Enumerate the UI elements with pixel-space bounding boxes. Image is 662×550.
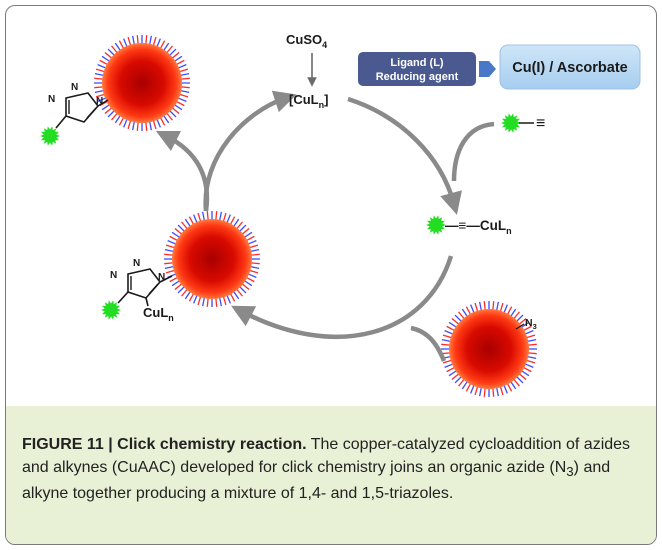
green-burst-acetylide bbox=[426, 215, 446, 235]
alkyne-entry-arrow bbox=[451, 121, 495, 182]
nanoparticle-top-left bbox=[94, 35, 190, 131]
nanoparticle-bottom-right bbox=[441, 301, 537, 397]
cu-ascorbate-box bbox=[499, 44, 641, 90]
culn-label: [CuLn] bbox=[289, 92, 328, 110]
triazole-n-label: N bbox=[71, 82, 78, 93]
triazole-n-label: N bbox=[133, 258, 140, 269]
pentagon-arrow-icon bbox=[479, 61, 496, 77]
caption-subscript: 3 bbox=[566, 463, 574, 479]
caption-title: FIGURE 11 | Click chemistry reaction. bbox=[22, 436, 307, 453]
intermediate-culn-label: CuLn bbox=[143, 305, 174, 323]
caption-text-part2: ) and alkyne together producing a mixtur… bbox=[22, 458, 611, 503]
triazole-top-left: N N N bbox=[48, 82, 109, 129]
azide-bond bbox=[515, 323, 525, 330]
figure-panel: CuSO4 [CuLn] Ligand (L) Reducing agent C… bbox=[5, 5, 657, 545]
green-burst-middle-left bbox=[101, 300, 121, 320]
figure-caption: FIGURE 11 | Click chemistry reaction. Th… bbox=[22, 434, 640, 506]
green-burst-shape bbox=[501, 113, 521, 133]
cycle-arrow-to-top-left-particle bbox=[155, 130, 210, 212]
acetylide-label: —≡—CuLn bbox=[445, 218, 512, 236]
triazole-n-label: N bbox=[110, 270, 117, 281]
cuso4-label: CuSO4 bbox=[286, 32, 327, 50]
nanoparticle-core bbox=[102, 43, 182, 123]
green-burst-top-left bbox=[40, 126, 60, 146]
azide-label: N3 bbox=[525, 317, 537, 331]
cycle-arrow-upper-left bbox=[203, 90, 297, 212]
green-burst-alkyne bbox=[501, 113, 521, 133]
triazole-n-label: N bbox=[158, 272, 165, 283]
reaction-diagram: CuSO4 [CuLn] Ligand (L) Reducing agent C… bbox=[40, 32, 641, 397]
green-burst-shape bbox=[426, 215, 446, 235]
green-burst-shape bbox=[101, 300, 121, 320]
ligand-line2: Reducing agent bbox=[376, 71, 459, 83]
caption-box: FIGURE 11 | Click chemistry reaction. Th… bbox=[6, 406, 656, 544]
alkyne-triple-bond: ≡ bbox=[536, 115, 545, 132]
ligand-box bbox=[358, 52, 476, 86]
green-burst-shape bbox=[40, 126, 60, 146]
triazole-n-label: N bbox=[48, 94, 55, 105]
cu-ascorbate-label: Cu(I) / Ascorbate bbox=[512, 60, 627, 76]
azide-entry-arrow bbox=[410, 325, 447, 362]
nanoparticle-middle-left bbox=[164, 211, 260, 307]
nanoparticle-core bbox=[172, 219, 252, 299]
cycle-arrow-lower bbox=[231, 255, 454, 340]
nanoparticle-core bbox=[449, 309, 529, 389]
triazole-n-label: N bbox=[96, 96, 103, 107]
triazole-middle-left: N N N bbox=[110, 258, 173, 307]
caption-text-part1: The copper-catalyzed cycloaddition of az… bbox=[22, 436, 631, 476]
cycle-arrow-upper-right bbox=[347, 96, 462, 215]
ligand-line1: Ligand (L) bbox=[390, 57, 443, 69]
